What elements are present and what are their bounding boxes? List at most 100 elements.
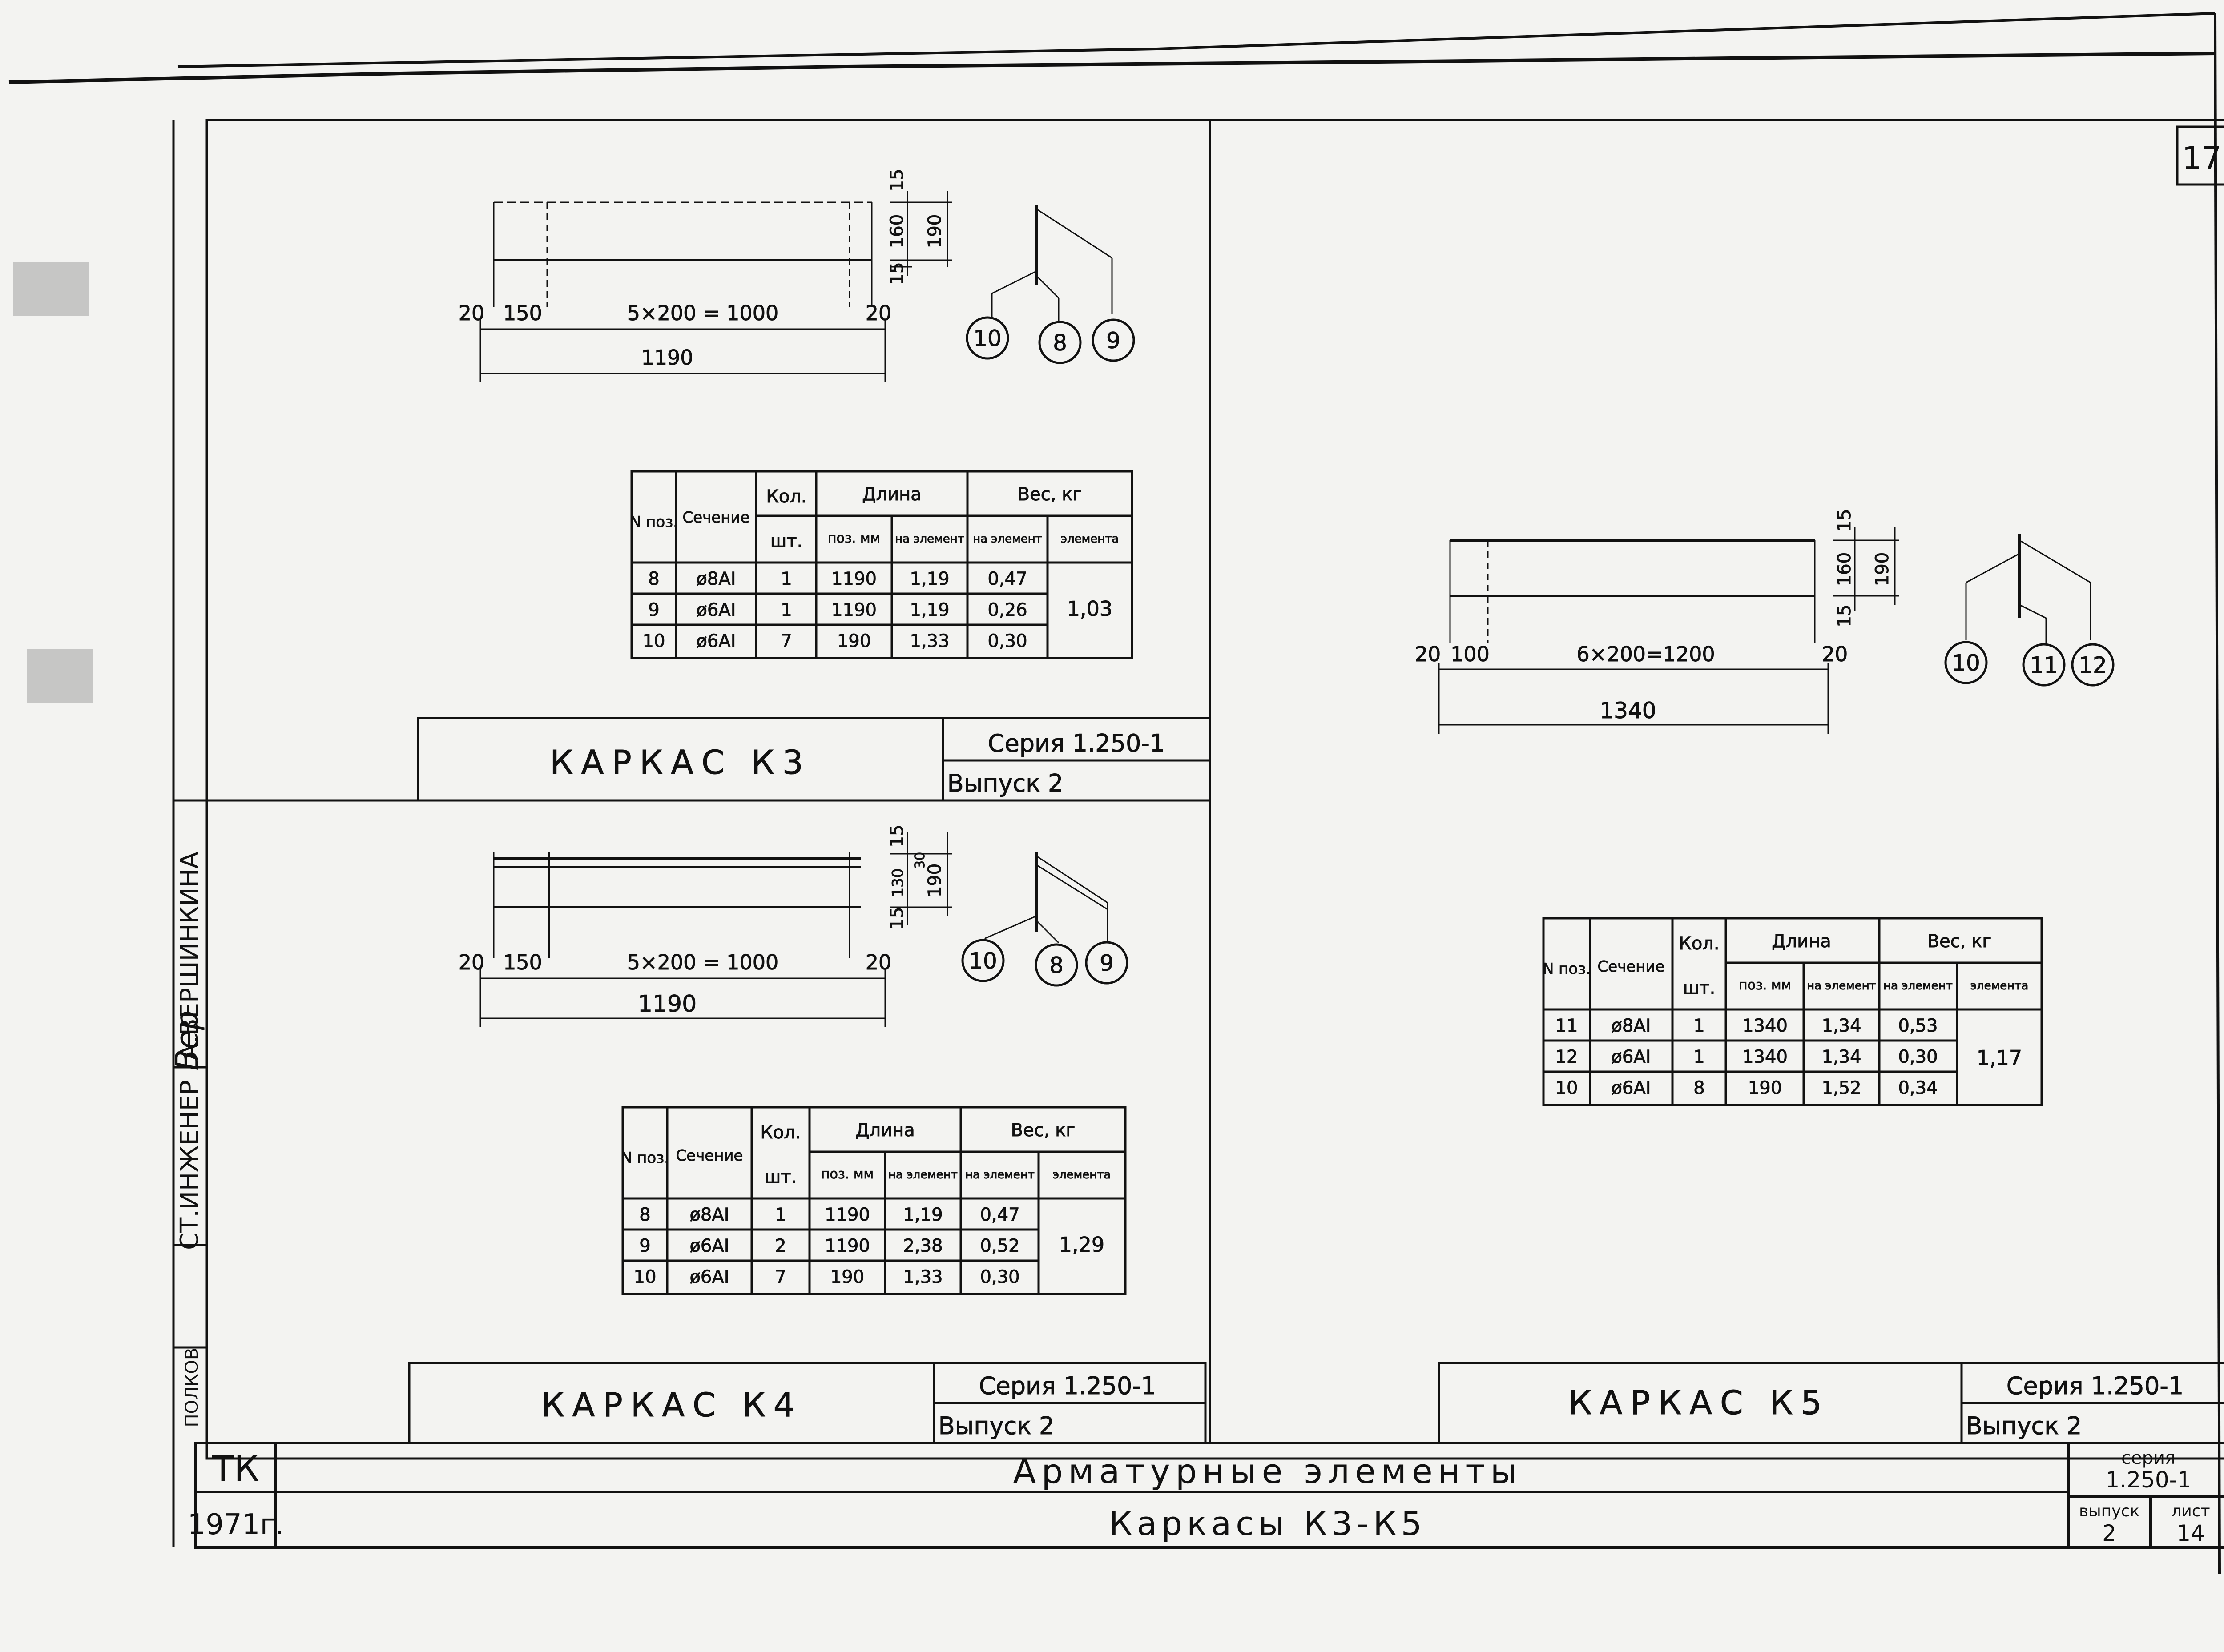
spec-table-k3 <box>630 470 1133 659</box>
cell-len-el: 1,33 <box>903 1267 943 1287</box>
cage-drawing-k4 <box>479 832 1108 1027</box>
cell-len: 1190 <box>825 1205 870 1225</box>
th-len: Длина <box>855 1120 915 1141</box>
cell-sec: ø6AI <box>1611 1078 1651 1098</box>
title-sub: Каркасы К3-К5 <box>1109 1505 1426 1543</box>
cell-qty: 8 <box>1693 1078 1704 1098</box>
approved-name: А.ВЕРШИНКИНА <box>175 852 204 1061</box>
dim-total-k4: 1190 <box>638 991 697 1017</box>
left-strip: А.ВЕРШИНКИНА СТ.ИНЖЕНЕР Вер ПОЛКОВ <box>169 852 205 1427</box>
th-len-el: на элемент <box>888 1168 958 1182</box>
cell-pos: 12 <box>1555 1047 1578 1067</box>
signature: Вер <box>169 1010 205 1071</box>
th-wt-el: на элемент <box>965 1168 1035 1182</box>
cell-len: 190 <box>830 1267 864 1287</box>
dim-left-k4: 20 <box>459 950 485 974</box>
th-pos: N поз. <box>1543 960 1591 978</box>
callout-k3-2: 8 <box>1053 330 1067 356</box>
dim-top-k4: 15 <box>887 825 907 848</box>
cell-sec: ø6AI <box>696 631 736 651</box>
cell-wt-el: 0,47 <box>987 569 1027 589</box>
spec-table-k3-text: N поз. Сечение Кол. шт. Длина поз. мм на… <box>629 484 1119 652</box>
cell-len: 1190 <box>831 600 877 620</box>
th-len-pos: поз. мм <box>828 531 880 546</box>
th-len-pos: поз. мм <box>1739 977 1791 993</box>
th-wt-total: элемента <box>1061 532 1119 546</box>
cell-wt-el: 0,47 <box>980 1205 1019 1225</box>
callout-k5-1: 10 <box>1952 650 1980 676</box>
cage-drawing-k5 <box>1438 527 2091 734</box>
th-wt: Вес, кг <box>1011 1120 1076 1141</box>
th-qty-a: Кол. <box>1679 933 1719 954</box>
callout-k5-3: 12 <box>2079 652 2107 678</box>
title-sheet-value: 14 <box>2176 1520 2205 1546</box>
callout-k4-2: 8 <box>1049 953 1064 978</box>
cell-sec: ø6AI <box>1611 1047 1651 1067</box>
spec-table-k4 <box>621 1106 1127 1295</box>
cage-drawing-k3 <box>479 191 1113 382</box>
cell-total: 1,17 <box>1977 1046 2022 1070</box>
dim-right-k4: 20 <box>866 950 892 974</box>
cell-sec: ø6AI <box>689 1236 729 1256</box>
stamp-issue-k4: Выпуск 2 <box>939 1412 1055 1440</box>
cell-wt-el: 0,52 <box>980 1236 1019 1256</box>
callout-k3-3: 9 <box>1106 328 1120 354</box>
th-len-pos: поз. мм <box>821 1166 874 1182</box>
th-qty-a: Кол. <box>766 486 806 507</box>
th-wt-el: на элемент <box>1883 979 1953 993</box>
stamp-series-k4: Серия 1.250-1 <box>979 1372 1156 1400</box>
cell-pos: 10 <box>634 1267 657 1287</box>
stamp-issue-k5: Выпуск 2 <box>1966 1412 2082 1440</box>
dim-right-k5: 20 <box>1822 642 1848 666</box>
dim-total-k5: 1340 <box>1600 698 1656 724</box>
dim-mid-k5: 160 <box>1834 552 1855 586</box>
stamp-issue-k3: Выпуск 2 <box>947 769 1064 797</box>
dim-bottom-k5: 15 <box>1834 605 1855 627</box>
dim-left-k3: 20 <box>459 301 485 325</box>
callout-k4-1: 10 <box>969 948 997 974</box>
th-wt: Вес, кг <box>1018 484 1082 505</box>
dim-left-k5: 20 <box>1415 642 1441 666</box>
spec-table-k4-text: N поз. Сечение Кол. шт. Длина поз. мм на… <box>620 1120 1111 1288</box>
title-issue-label: выпуск <box>2079 1502 2139 1520</box>
title-series-label: серия <box>2121 1448 2176 1468</box>
cell-wt-el: 0,30 <box>1898 1047 1938 1067</box>
cell-wt-el: 0,34 <box>1898 1078 1938 1098</box>
cell-total: 1,03 <box>1067 597 1112 621</box>
stamp-series-k3: Серия 1.250-1 <box>988 729 1165 757</box>
title-year: 1971г. <box>188 1508 284 1541</box>
th-pos: N поз. <box>621 1149 669 1167</box>
cell-len: 190 <box>1748 1078 1782 1098</box>
spec-table-k5 <box>1542 917 2043 1106</box>
callouts-k4 <box>961 939 1128 987</box>
cell-pos: 10 <box>643 631 665 651</box>
cell-len-el: 1,52 <box>1821 1078 1861 1098</box>
th-sec: Сечение <box>1598 958 1665 976</box>
dim-span-k3: 5×200 = 1000 <box>627 301 778 325</box>
callouts-k3 <box>966 316 1135 364</box>
dim-first-k5: 100 <box>1450 642 1490 666</box>
cell-len-el: 1,34 <box>1821 1047 1861 1067</box>
th-qty-b: шт. <box>765 1167 797 1187</box>
th-len-el: на элемент <box>1807 979 1876 993</box>
cell-pos: 9 <box>648 600 659 620</box>
dim-top-k5: 15 <box>1834 509 1855 532</box>
cell-len-el: 1,19 <box>903 1205 943 1225</box>
callout-k4-3: 9 <box>1100 950 1114 976</box>
dim-height-k4: 190 <box>925 864 945 897</box>
dim-span-k4: 5×200 = 1000 <box>627 950 778 974</box>
top-edge-lines <box>8 12 2221 1575</box>
dim-right-k3: 20 <box>866 301 892 325</box>
cell-len-el: 1,19 <box>910 569 949 589</box>
dim-height-k3: 190 <box>925 214 945 248</box>
cell-wt-el: 0,26 <box>987 600 1027 620</box>
cell-qty: 7 <box>781 631 792 651</box>
cell-len: 1190 <box>831 569 877 589</box>
title-issue-value: 2 <box>2102 1520 2116 1546</box>
callout-k5-2: 11 <box>2030 652 2058 678</box>
callout-k3-1: 10 <box>973 326 1002 351</box>
callouts-k5 <box>1944 641 2115 687</box>
engineer-role: СТ.ИНЖЕНЕР <box>175 1080 204 1250</box>
dim-first-k3: 150 <box>503 301 542 325</box>
